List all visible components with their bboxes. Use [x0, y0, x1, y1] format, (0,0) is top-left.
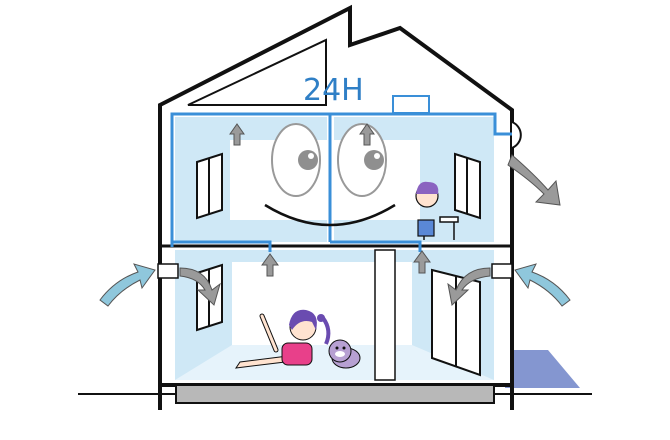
foundation [175, 384, 495, 404]
supply-arrow [229, 123, 431, 277]
stair-partition [374, 249, 396, 381]
exhaust-arrow [507, 154, 561, 206]
upper-right-window [454, 152, 481, 220]
ventilation-duct [170, 112, 512, 252]
vent-unit [392, 95, 430, 114]
intake-arrow-inside-left [179, 267, 221, 306]
upper-left-window [196, 152, 223, 220]
house-shadow [505, 350, 580, 388]
intake-arrow-right [514, 263, 571, 307]
smiling-face [264, 123, 396, 227]
lower-back-wall [232, 262, 412, 345]
dog [328, 339, 361, 369]
right-wall-vent [491, 263, 513, 279]
girl-on-floor [234, 309, 331, 369]
left-wall-vent [157, 263, 179, 279]
lower-right-door [431, 268, 481, 377]
boy-at-desk [415, 181, 459, 240]
intake-arrow-left [99, 263, 156, 307]
intake-arrow-inside-right [447, 267, 491, 306]
exhaust-hood [511, 121, 522, 149]
label-24h: 24H [303, 73, 364, 108]
attic-window [187, 38, 327, 106]
